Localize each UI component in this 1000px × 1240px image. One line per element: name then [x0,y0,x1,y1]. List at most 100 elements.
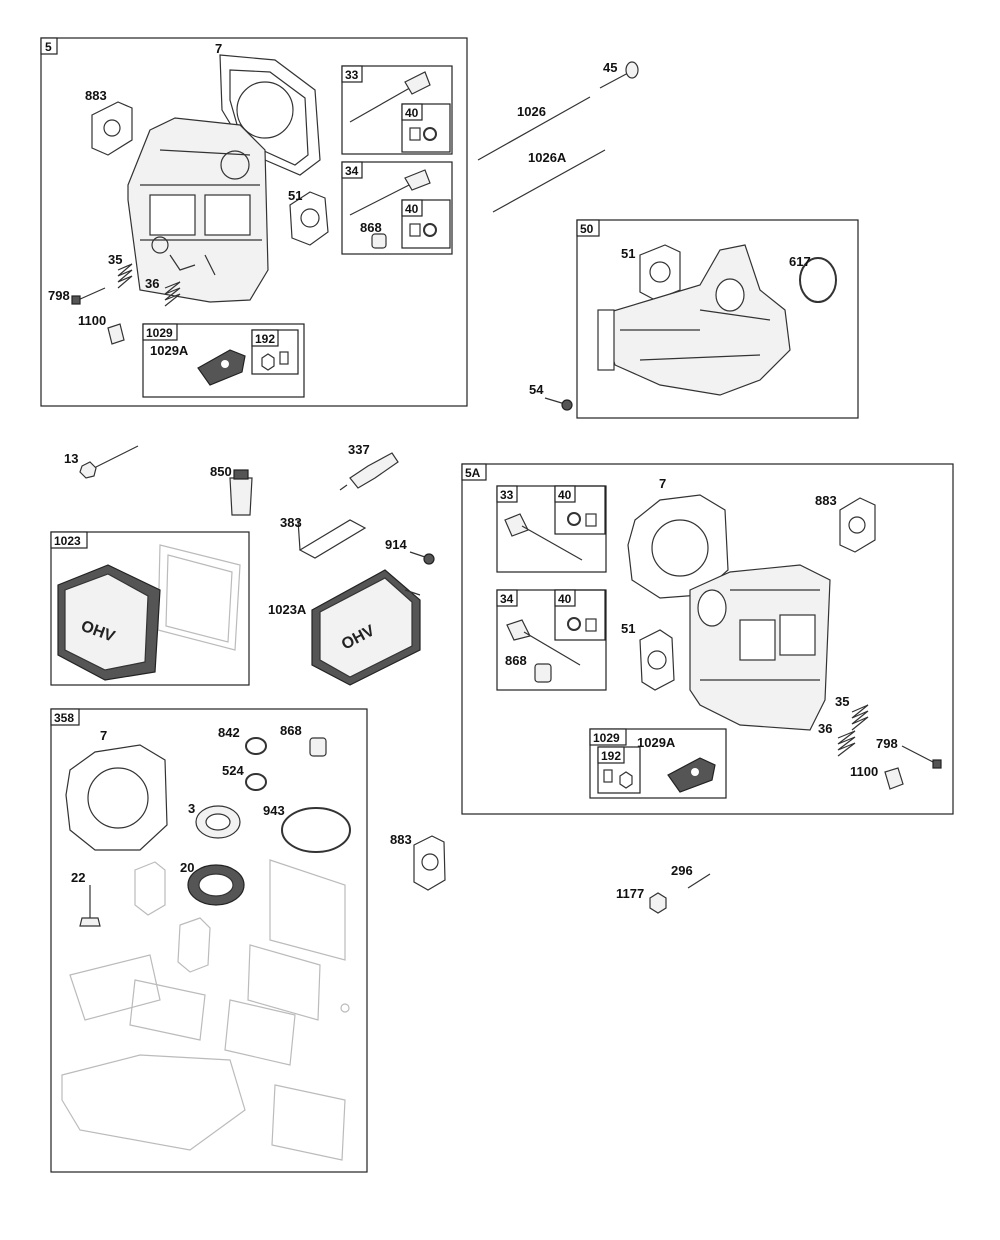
screw-icon [544,397,573,411]
o-ring-icon [799,257,837,303]
head-gasket-icon [627,494,729,599]
intake-gasket-icon [413,835,446,891]
rocker-arm-icon [197,349,246,386]
intake-gasket-icon [839,497,876,553]
label-868-5a: 868 [505,653,527,668]
nut-and-screw-icon [603,769,633,789]
group-5a-tag: 5A [465,466,481,480]
group-40-b-tag-box [401,199,423,217]
group-34-bottom-frame [496,589,607,691]
bolt-icon [79,445,139,479]
cylinder-head-icon [127,117,269,303]
group-34-bottom-tag: 34 [500,592,514,606]
label-883-top: 883 [85,88,107,103]
head-gasket-icon [219,54,321,176]
group-1029-bottom-tag: 1029 [593,731,620,745]
valve-spring-icon [164,281,181,307]
label-3: 3 [188,801,195,816]
group-358-tag-box [50,708,80,726]
group-40-d-tag-box [554,589,576,607]
nut-and-screw-icon [261,351,289,371]
intake-valve-icon [349,71,431,123]
label-7-358: 7 [100,728,107,743]
label-383: 383 [280,515,302,530]
group-1029-top-frame [142,323,305,398]
label-51-5a: 51 [621,621,635,636]
sealant-tube-icon [229,469,253,516]
label-7-5a: 7 [659,476,666,491]
group-1023-tag-box [50,531,88,549]
group-33-bottom-tag: 33 [500,488,514,502]
label-914: 914 [385,537,407,552]
label-1029a-top: 1029A [150,343,189,358]
group-5-tag-box [40,37,58,55]
group-40-a-tag: 40 [405,106,419,120]
label-842: 842 [218,725,240,740]
push-rod-guide-icon [884,767,904,790]
group-34-top-tag-box [341,161,363,179]
rocker-arm-icon [667,757,716,793]
valve-keeper-icon [567,512,597,527]
group-358-frame [50,708,368,1173]
valve-keeper-icon [409,127,437,141]
label-54: 54 [529,382,544,397]
nut-icon [649,892,667,914]
group-40-b-frame [401,199,451,249]
intake-manifold-icon [597,244,791,396]
group-50-tag: 50 [580,222,594,236]
label-868-top: 868 [360,220,382,235]
label-1100-5a: 1100 [850,764,878,779]
o-ring-icon [281,807,351,853]
cylinder-head-icon [689,564,831,731]
label-850: 850 [210,464,232,479]
intake-valve-icon [504,513,583,561]
group-1029-bottom-tag-box [589,728,627,746]
gasket-set-icon [61,859,350,1161]
group-1029-top-tag-box [142,323,178,341]
label-13: 13 [64,451,78,466]
label-1023a: 1023A [268,602,307,617]
label-798-5a: 798 [876,736,898,751]
group-33-bottom-tag-box [496,485,518,503]
group-192-bottom-tag: 192 [601,749,621,763]
exhaust-valve-icon [349,169,431,216]
label-1029a-5a: 1029A [637,735,676,750]
group-40-c-tag-box [554,485,576,503]
bolt-icon [71,287,106,305]
group-33-top-tag-box [341,65,363,83]
label-883-5a: 883 [815,493,837,508]
group-34-top-frame [341,161,453,255]
group-1023-tag: 1023 [54,534,81,548]
label-22: 22 [71,870,85,885]
stud-icon [687,873,711,889]
push-rod-icon [492,149,606,213]
bolt-icon [901,745,942,769]
label-524: 524 [222,763,244,778]
group-5a-tag-box [461,463,487,481]
label-337: 337 [348,442,370,457]
group-5-tag: 5 [45,40,52,54]
exhaust-valve-icon [506,619,581,666]
push-rod-icon [477,96,591,161]
exhaust-gasket-icon [289,191,329,246]
group-34-top-tag: 34 [345,164,359,178]
label-36-5a: 36 [818,721,832,736]
head-gasket-icon [65,744,168,851]
screw-icon [409,551,435,565]
valve-seal-icon [534,663,552,683]
oil-seal-icon [195,805,241,839]
valve-cover-icon [57,564,161,681]
group-50-frame [576,219,859,419]
valve-cover-assembly-icon [311,569,421,686]
o-ring-icon [245,737,267,755]
exhaust-gasket-icon [639,629,675,691]
label-1177: 1177 [616,886,644,901]
label-868-358: 868 [280,723,302,738]
group-33-bottom-frame [496,485,607,573]
group-33-top-frame [341,65,453,155]
group-34-bottom-tag-box [496,589,518,607]
group-358-tag: 358 [54,711,74,725]
group-40-b-tag: 40 [405,202,419,216]
group-40-d-tag: 40 [558,592,572,606]
